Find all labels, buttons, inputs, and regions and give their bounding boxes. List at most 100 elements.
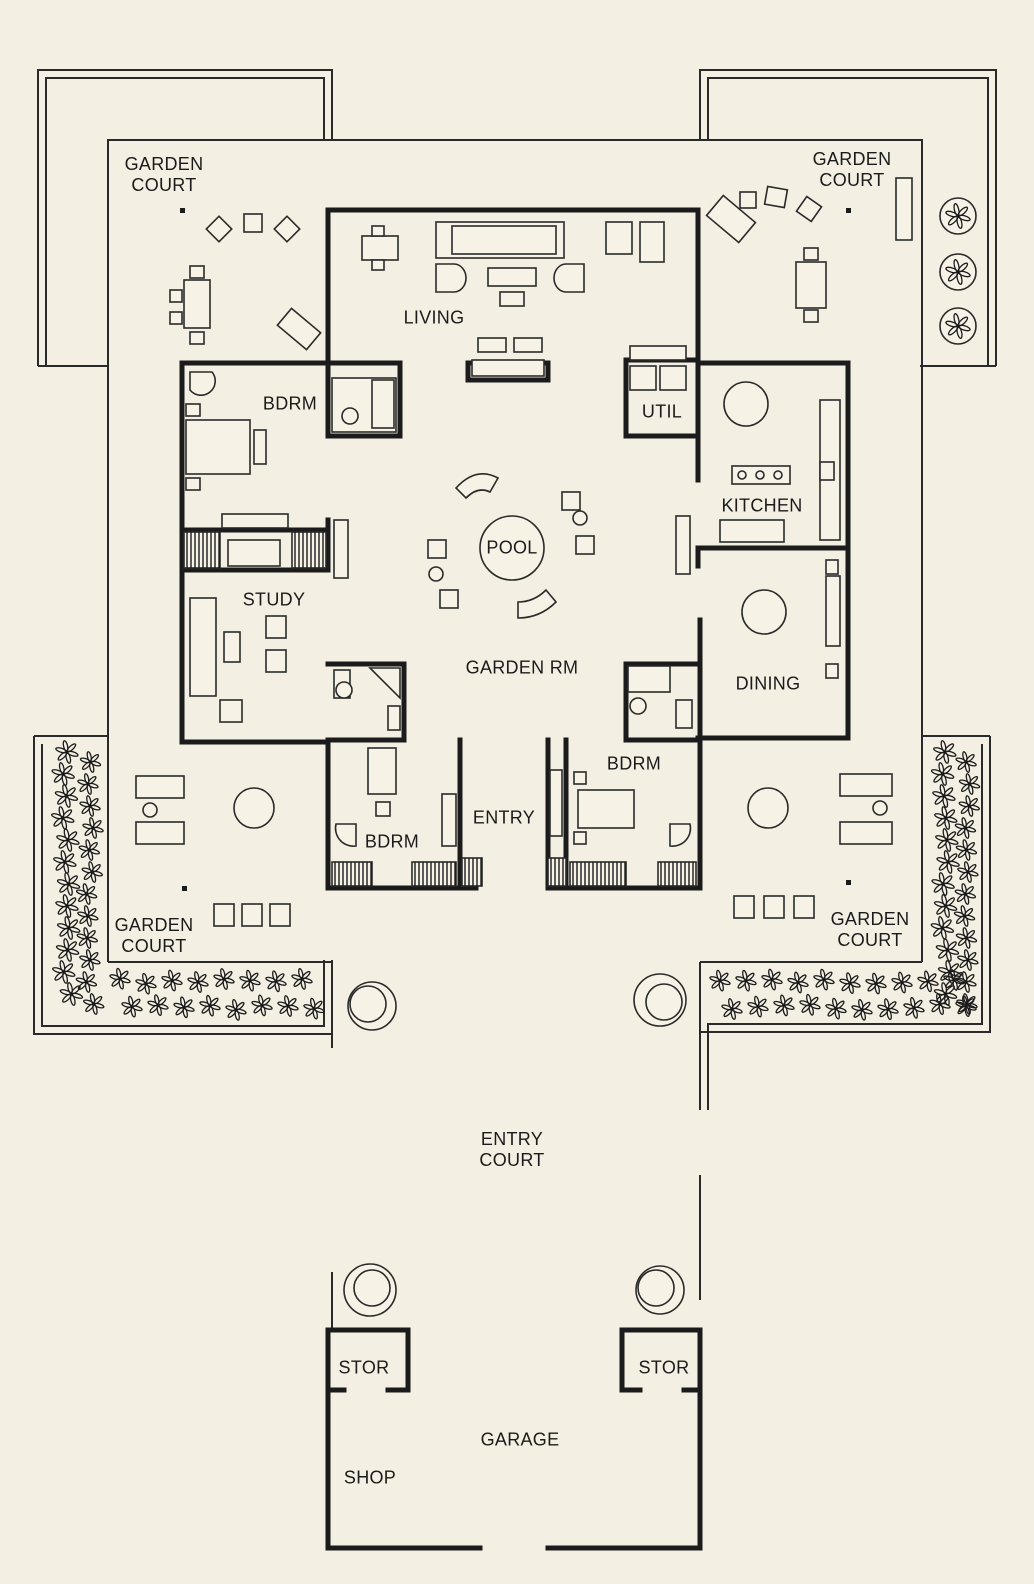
plant-icon (199, 994, 221, 1017)
plant-icon (82, 817, 104, 839)
plant-icon (929, 993, 951, 1016)
bdrm-nw-label: BDRM (262, 393, 318, 414)
plant-icon (945, 313, 971, 339)
plant-icon (955, 839, 978, 861)
plant-icon (957, 861, 979, 883)
plant-icon (933, 894, 958, 918)
plant-icon (943, 969, 965, 991)
plant-icon (51, 806, 75, 830)
plant-icon (953, 905, 976, 927)
plant-icon (55, 938, 80, 962)
plant-icon (213, 968, 235, 990)
plant-icon (56, 828, 80, 852)
plant-icon (53, 850, 77, 874)
plant-beds (51, 203, 981, 1021)
plant-icon (954, 817, 977, 839)
plant-icon (55, 740, 79, 764)
plant-icon (709, 969, 731, 992)
plant-icon (945, 203, 971, 229)
plant-icon (954, 883, 977, 905)
bdrm-se-label: BDRM (606, 753, 662, 774)
plant-icon (930, 762, 955, 786)
plant-icon (83, 993, 105, 1015)
plant-icon (761, 968, 783, 991)
plant-icon (721, 998, 743, 1020)
plant-icon (79, 795, 101, 817)
plant-icon (54, 784, 79, 808)
plant-icon (78, 839, 100, 861)
plant-icon (891, 971, 913, 994)
plant-icon (825, 997, 847, 1020)
plant-icon (187, 971, 209, 993)
plant-icon (147, 994, 169, 1017)
plant-icon (251, 994, 273, 1017)
plant-icon (109, 967, 131, 990)
plant-icon (225, 999, 247, 1021)
plant-icon (52, 960, 76, 984)
plant-icon (934, 806, 958, 830)
kitchen-label: KITCHEN (721, 495, 803, 516)
stor-left-label: STOR (338, 1357, 390, 1378)
hatch-lines (186, 532, 694, 886)
plant-icon (161, 969, 183, 992)
plant-icon (958, 795, 981, 817)
plant-icon (59, 982, 84, 1006)
plant-icon (955, 927, 978, 949)
plant-icon (51, 762, 75, 786)
plant-icon (291, 968, 313, 990)
plant-icon (957, 949, 979, 971)
entry-label: ENTRY (472, 807, 536, 828)
plant-icon (877, 998, 899, 1021)
plant-icon (799, 993, 821, 1016)
shop-label: SHOP (343, 1467, 397, 1488)
plant-icon (303, 997, 325, 1020)
garden-rm-label: GARDEN RM (465, 657, 579, 678)
plant-icon (79, 751, 102, 773)
plant-icon (79, 949, 101, 971)
plant-icon (932, 784, 956, 808)
plant-icon (931, 872, 955, 896)
plant-icon (787, 971, 809, 994)
plant-icon (839, 972, 861, 995)
plant-icon (239, 969, 261, 992)
plant-icon (917, 970, 939, 993)
plant-icon (955, 751, 977, 773)
plant-icon (81, 861, 103, 883)
pool-label: POOL (486, 537, 538, 558)
plant-icon (173, 996, 195, 1019)
plant-icon (135, 972, 157, 995)
plant-icon (75, 883, 98, 905)
plant-icon (933, 740, 957, 764)
hatched-closets (183, 531, 697, 887)
plant-icon (813, 968, 835, 991)
plant-icon (935, 938, 960, 962)
plant-icon (945, 259, 971, 285)
plant-icon (773, 994, 795, 1017)
plant-icon (747, 995, 769, 1018)
plant-icon (936, 850, 960, 874)
plant-icon (56, 872, 81, 896)
plant-icon (735, 969, 757, 992)
plant-icon (57, 916, 81, 940)
stor-right-label: STOR (638, 1357, 690, 1378)
plant-icon (958, 773, 981, 795)
plant-icon (865, 972, 887, 995)
util-label: UTIL (641, 401, 683, 422)
garage-walls (325, 1327, 703, 1551)
bdrm-sw-label: BDRM (364, 831, 420, 852)
study-label: STUDY (242, 589, 306, 610)
living-label: LIVING (403, 307, 465, 328)
dining-label: DINING (735, 673, 801, 694)
plant-icon (955, 995, 977, 1018)
garden-walls (33, 69, 997, 1330)
plant-icon (935, 828, 959, 852)
plant-icon (77, 905, 99, 927)
plant-icon (121, 995, 143, 1018)
plant-icon (955, 971, 977, 993)
